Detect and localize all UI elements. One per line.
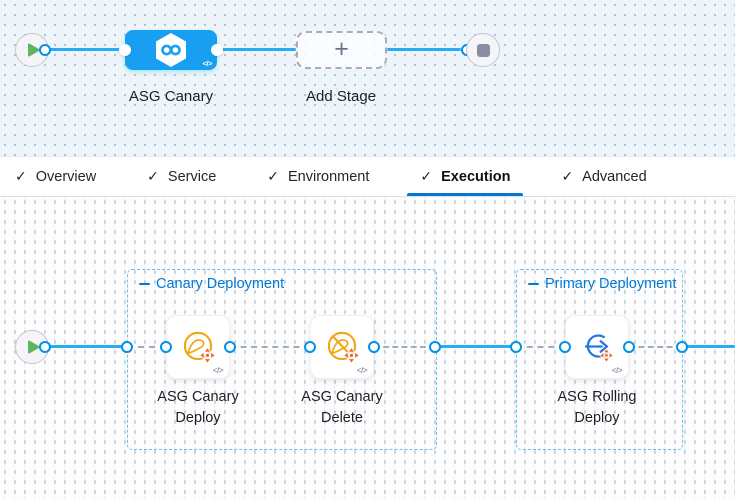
connector-port[interactable] (368, 341, 380, 353)
connector-port[interactable] (623, 341, 635, 353)
tab-label: Environment (288, 168, 370, 185)
check-icon: ✓ (420, 168, 433, 184)
stage-link (387, 48, 461, 51)
connector-port[interactable] (211, 44, 223, 56)
connector-port[interactable] (676, 341, 688, 353)
connector-port[interactable] (39, 44, 51, 56)
stage-node-asg-canary[interactable]: </> (125, 30, 217, 70)
exec-link-dashed (127, 346, 166, 348)
yaml-code-toggle[interactable]: </> (356, 366, 368, 375)
connector-port[interactable] (559, 341, 571, 353)
play-icon (27, 43, 39, 57)
tab-label: Advanced (582, 168, 647, 185)
asg-rolling-icon (584, 334, 614, 363)
exec-link (682, 345, 735, 348)
group-label-primary-deployment[interactable]: Primary Deployment (528, 276, 676, 292)
connector-port[interactable] (121, 341, 133, 353)
tab-execution[interactable]: ✓ Execution (407, 157, 524, 196)
check-icon: ✓ (15, 168, 27, 184)
exec-link-dashed (629, 346, 682, 348)
step-group-primary-deployment[interactable] (516, 269, 683, 450)
step-group-canary-deployment[interactable] (127, 269, 437, 450)
connector-port[interactable] (160, 341, 172, 353)
exec-link-dashed (374, 346, 435, 348)
asg-swan-delete-icon (327, 331, 361, 364)
check-icon: ✓ (267, 168, 279, 184)
tab-overview[interactable]: ✓ Overview (15, 157, 96, 196)
execution-canvas[interactable]: Canary Deployment Primary Deployment </> (0, 197, 735, 500)
stage-label: ASG Canary (128, 88, 214, 105)
collapse-icon[interactable] (528, 282, 539, 286)
step-asg-canary-deploy[interactable]: </> (166, 315, 230, 379)
exec-link-dashed (516, 346, 565, 348)
step-label: ASG Canary Deploy (157, 389, 239, 426)
tab-advanced[interactable]: ✓ Advanced (561, 157, 646, 196)
stage-link (217, 48, 296, 51)
asg-swan-deploy-icon (183, 331, 217, 364)
tab-service[interactable]: ✓ Service (147, 157, 216, 196)
collapse-icon[interactable] (139, 282, 150, 286)
exec-link (435, 345, 516, 348)
tab-label: Service (167, 168, 217, 185)
yaml-code-toggle[interactable]: </> (611, 366, 623, 375)
tab-environment[interactable]: ✓ Environment (267, 157, 369, 196)
exec-link (48, 345, 127, 348)
stage-canvas[interactable]: </> ASG Canary + Add Stage (0, 0, 735, 157)
check-icon: ✓ (561, 168, 574, 184)
step-label: ASG Rolling Deploy (557, 389, 637, 426)
plus-icon: + (334, 34, 349, 63)
step-asg-rolling-deploy[interactable]: </> (565, 315, 629, 379)
step-label: ASG Canary Delete (301, 389, 383, 426)
yaml-code-toggle[interactable]: </> (202, 59, 213, 68)
stage-config-tabbar: ✓ Overview ✓ Service ✓ Environment ✓ Exe… (0, 157, 735, 197)
play-icon (27, 340, 39, 354)
stop-icon (476, 43, 490, 57)
pipeline-end-node[interactable] (466, 33, 500, 67)
connector-port[interactable] (224, 341, 236, 353)
check-icon: ✓ (147, 168, 159, 184)
connector-port[interactable] (119, 44, 131, 56)
stage-link (48, 48, 125, 51)
connector-port[interactable] (510, 341, 522, 353)
step-asg-canary-delete[interactable]: </> (310, 315, 374, 379)
add-stage-label: Add Stage (305, 88, 377, 105)
tab-label: Overview (35, 168, 97, 185)
connector-port[interactable] (304, 341, 316, 353)
yaml-code-toggle[interactable]: </> (212, 366, 224, 375)
add-stage-button[interactable]: + (296, 31, 387, 69)
exec-link-dashed (230, 346, 310, 348)
group-label-canary-deployment[interactable]: Canary Deployment (139, 276, 284, 292)
tab-label: Execution (441, 168, 511, 185)
connector-port[interactable] (39, 341, 51, 353)
harness-hexagon-icon (156, 33, 186, 67)
connector-port[interactable] (429, 341, 441, 353)
